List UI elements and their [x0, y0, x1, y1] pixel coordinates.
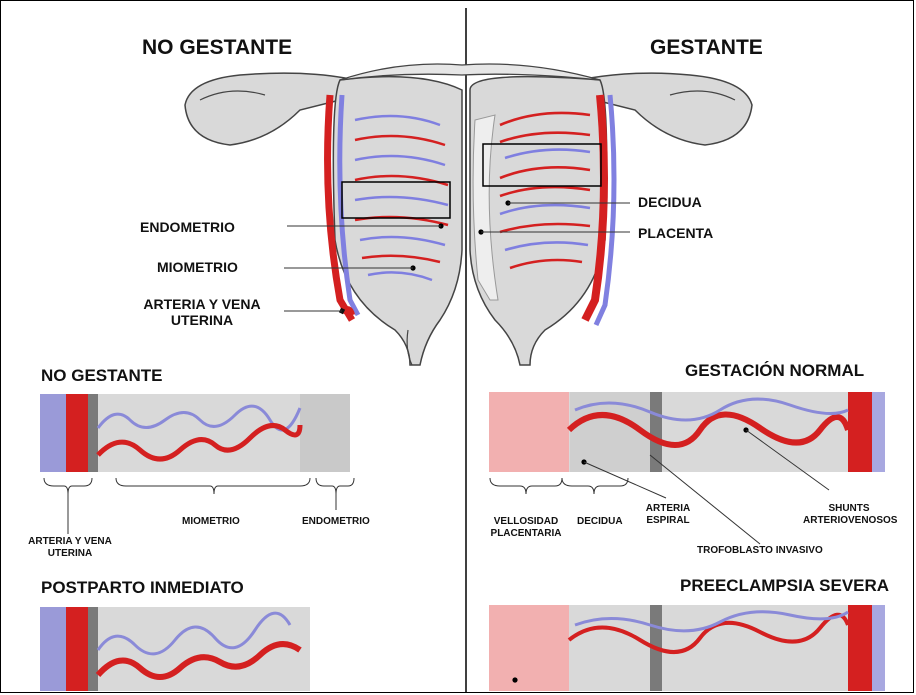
label-arteria-vena-line1: ARTERIA Y VENA [132, 296, 272, 312]
label-arteria-vena: ARTERIA Y VENA UTERINA [132, 296, 272, 328]
panel-title-no-gestante: NO GESTANTE [41, 366, 163, 386]
panel-gestacion-normal [489, 392, 885, 472]
panel-label-shunts: SHUNTS ARTERIOVENOSOS [803, 503, 895, 527]
panel-label-arteria-espiral: ARTERIA ESPIRAL [638, 503, 698, 527]
panel-label-shunts-line2: ARTERIOVENOSOS [803, 515, 895, 527]
label-endometrio: ENDOMETRIO [140, 219, 235, 235]
panel-label-arteria-espiral-line2: ESPIRAL [638, 515, 698, 527]
panel-label-arteria-vena-line2: UTERINA [20, 548, 120, 560]
panel-label-vellosidad-line1: VELLOSIDAD [490, 516, 562, 528]
panel-label-vellosidad: VELLOSIDAD PLACENTARIA [490, 516, 562, 540]
panel-label-endometrio: ENDOMETRIO [302, 516, 370, 528]
panel-label-shunts-line1: SHUNTS [803, 503, 895, 515]
panel-title-gestacion-normal: GESTACIÓN NORMAL [685, 361, 864, 381]
panel-label-arteria-vena-line1: ARTERIA Y VENA [20, 536, 120, 548]
label-placenta: PLACENTA [638, 225, 713, 241]
label-arteria-vena-line2: UTERINA [132, 312, 272, 328]
panel-label-arteria-espiral-line1: ARTERIA [638, 503, 698, 515]
panel-postparto [40, 607, 310, 691]
panel-title-postparto: POSTPARTO INMEDIATO [41, 578, 244, 598]
uterus-gestante [470, 73, 752, 365]
panel-label-vellosidad-line2: PLACENTARIA [490, 528, 562, 540]
panel-title-preeclampsia: PREECLAMPSIA SEVERA [680, 576, 889, 596]
panel-preeclampsia [489, 605, 885, 691]
panel-label-miometrio: MIOMETRIO [182, 516, 240, 528]
panel-label-decidua: DECIDUA [577, 516, 623, 528]
panel-no-gestante [40, 394, 350, 472]
label-decidua: DECIDUA [638, 194, 702, 210]
title-gestante: GESTANTE [650, 36, 763, 60]
label-miometrio: MIOMETRIO [157, 259, 238, 275]
panel-label-trofoblasto: TROFOBLASTO INVASIVO [697, 545, 823, 557]
title-no-gestante: NO GESTANTE [142, 36, 292, 60]
panel-label-arteria-vena: ARTERIA Y VENA UTERINA [20, 536, 120, 560]
